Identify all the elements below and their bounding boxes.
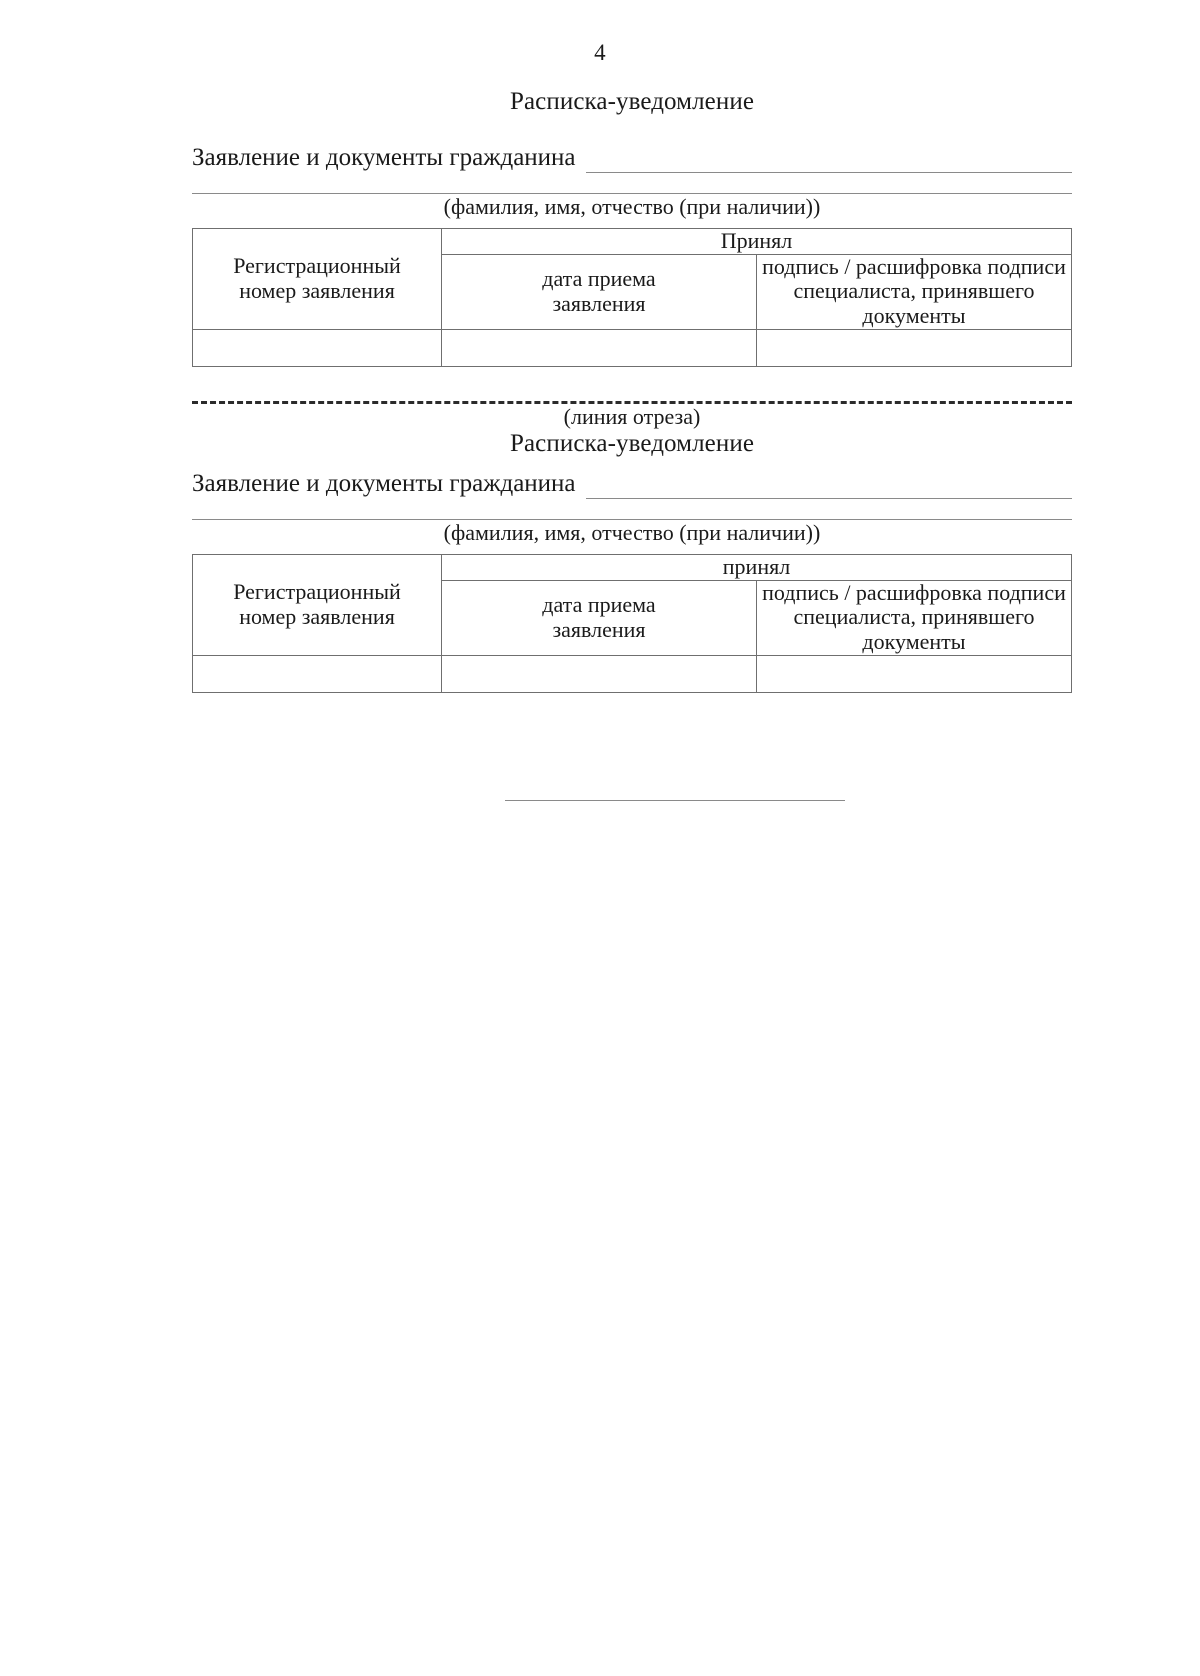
page-number: 4 xyxy=(594,40,606,65)
header-signature-line2-1: специалиста, принявшего документы xyxy=(793,278,1035,329)
applicant-line-1: Заявление и документы гражданина xyxy=(192,144,1072,173)
header-signature-2: подпись / расшифровка подписи специалист… xyxy=(756,579,1072,656)
cell-date-1[interactable] xyxy=(441,328,757,367)
applicant-line-2: Заявление и документы гражданина xyxy=(192,470,1072,499)
section-title-2: Расписка-уведомление xyxy=(509,430,755,458)
receipt-table-2: Регистрационный номер заявления принял д… xyxy=(192,554,1072,693)
table-row xyxy=(192,328,1072,367)
header-accepted-2: принял xyxy=(441,554,1072,581)
header-date-1: дата приема заявления xyxy=(441,253,757,330)
header-regnum-line2-2: номер заявления xyxy=(239,603,395,629)
header-date-line2-1: заявления xyxy=(552,290,646,316)
header-signature-line1-2: подпись / расшифровка подписи xyxy=(762,579,1066,605)
cell-signature-2[interactable] xyxy=(756,654,1072,693)
header-registration-number-1: Регистрационный номер заявления xyxy=(192,228,442,330)
cell-registration-number-2[interactable] xyxy=(192,654,442,693)
header-registration-number-2: Регистрационный номер заявления xyxy=(192,554,442,656)
name-caption-1: (фамилия, имя, отчество (при наличии)) xyxy=(443,193,821,219)
header-date-line1-2: дата приема xyxy=(542,592,656,618)
name-underline-2 xyxy=(192,518,1072,520)
name-caption-2: (фамилия, имя, отчество (при наличии)) xyxy=(443,519,821,545)
receipt-table-1: Регистрационный номер заявления Принял д… xyxy=(192,228,1072,367)
table-header-row-sub-2: дата приема заявления подпись / расшифро… xyxy=(193,579,1072,656)
header-date-line1-1: дата приема xyxy=(542,266,656,292)
table-header-row-top-2: Регистрационный номер заявления принял xyxy=(192,554,1072,656)
applicant-fill-rule-2[interactable] xyxy=(585,476,1072,499)
section-title-1: Расписка-уведомление xyxy=(509,88,755,115)
cut-line xyxy=(192,400,1072,404)
header-signature-line1-1: подпись / расшифровка подписи xyxy=(762,253,1066,279)
table-header-row-sub-1: дата приема заявления подпись / расшифро… xyxy=(193,253,1072,330)
header-date-2: дата приема заявления xyxy=(441,579,757,656)
applicant-label-1: Заявление и документы гражданина xyxy=(192,144,576,171)
header-accepted-1: Принял xyxy=(441,228,1072,255)
table-header-row-top-1: Регистрационный номер заявления Принял xyxy=(192,228,1072,330)
applicant-fill-rule-1[interactable] xyxy=(585,150,1072,173)
receipt-section-1: Расписка-уведомление Заявление и докумен… xyxy=(192,88,1072,693)
header-date-line2-2: заявления xyxy=(552,616,646,642)
cell-registration-number-1[interactable] xyxy=(192,328,442,367)
header-signature-line2-2: специалиста, принявшего документы xyxy=(793,604,1035,655)
table-row xyxy=(192,654,1072,693)
name-underline-1 xyxy=(192,192,1072,194)
header-regnum-line2-1: номер заявления xyxy=(239,277,395,303)
cell-signature-1[interactable] xyxy=(756,328,1072,367)
header-regnum-line1-1: Регистрационный xyxy=(233,253,401,279)
cut-line-caption: (линия отреза) xyxy=(563,403,701,429)
header-regnum-line1-2: Регистрационный xyxy=(233,579,401,605)
footer-signature-rule xyxy=(505,800,845,801)
cell-date-2[interactable] xyxy=(441,654,757,693)
header-signature-1: подпись / расшифровка подписи специалист… xyxy=(756,253,1072,330)
applicant-label-2: Заявление и документы гражданина xyxy=(192,470,576,498)
